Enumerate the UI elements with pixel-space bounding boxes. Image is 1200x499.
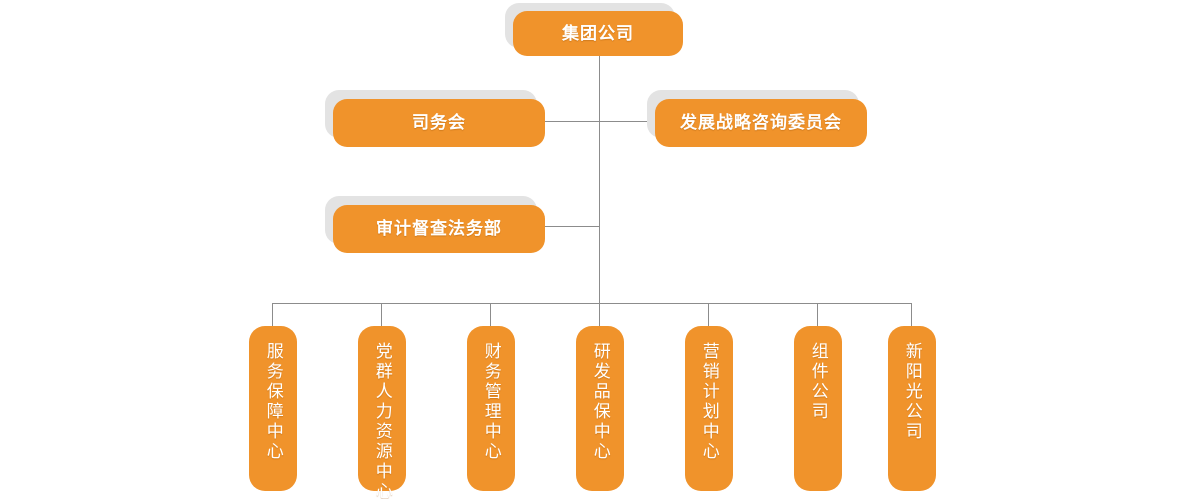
department-node-1[interactable]: 服务保障中心 xyxy=(249,326,297,491)
node-box[interactable]: 司务会 xyxy=(333,99,545,147)
connector-level1-horizontal xyxy=(545,121,655,122)
connector-drop-3 xyxy=(490,303,491,326)
node-box[interactable]: 营销计划中心 xyxy=(685,326,733,491)
node-label: 研发品保中心 xyxy=(590,342,610,462)
node-label: 发展战略咨询委员会 xyxy=(680,113,842,133)
node-box[interactable]: 发展战略咨询委员会 xyxy=(655,99,867,147)
node-box[interactable]: 组件公司 xyxy=(794,326,842,491)
node-label: 集团公司 xyxy=(562,23,634,43)
node-label: 财务管理中心 xyxy=(481,342,501,462)
node-audit-legal-department[interactable]: 审计督查法务部 xyxy=(325,196,553,258)
node-group-company[interactable]: 集团公司 xyxy=(505,3,695,58)
node-label: 服务保障中心 xyxy=(263,342,283,462)
connector-department-bar xyxy=(272,303,911,304)
node-label: 组件公司 xyxy=(808,342,828,422)
department-node-5[interactable]: 营销计划中心 xyxy=(685,326,733,491)
node-box[interactable]: 财务管理中心 xyxy=(467,326,515,491)
connector-drop-2 xyxy=(381,303,382,326)
connector-level2-horizontal xyxy=(545,226,600,227)
node-label: 审计督查法务部 xyxy=(376,219,502,239)
node-label: 新阳光公司 xyxy=(902,342,922,442)
connector-drop-1 xyxy=(272,303,273,326)
connector-drop-4 xyxy=(599,303,600,326)
node-box[interactable]: 研发品保中心 xyxy=(576,326,624,491)
connector-trunk-vertical xyxy=(599,48,600,326)
node-box[interactable]: 党群人力资源中心 xyxy=(358,326,406,499)
node-strategy-advisory-committee[interactable]: 发展战略咨询委员会 xyxy=(647,90,875,152)
department-node-4[interactable]: 研发品保中心 xyxy=(576,326,624,491)
node-box[interactable]: 服务保障中心 xyxy=(249,326,297,491)
connector-drop-6 xyxy=(817,303,818,326)
node-directors-meeting[interactable]: 司务会 xyxy=(325,90,553,152)
node-label: 营销计划中心 xyxy=(699,342,719,462)
connector-drop-7 xyxy=(911,303,912,326)
department-node-3[interactable]: 财务管理中心 xyxy=(467,326,515,491)
department-node-6[interactable]: 组件公司 xyxy=(794,326,842,491)
department-node-2[interactable]: 党群人力资源中心 xyxy=(358,326,406,499)
department-node-7[interactable]: 新阳光公司 xyxy=(888,326,936,491)
node-box[interactable]: 审计督查法务部 xyxy=(333,205,545,253)
node-box[interactable]: 新阳光公司 xyxy=(888,326,936,491)
connector-drop-5 xyxy=(708,303,709,326)
node-box[interactable]: 集团公司 xyxy=(513,11,683,56)
node-label: 司务会 xyxy=(412,113,466,133)
node-label: 党群人力资源中心 xyxy=(372,342,392,499)
